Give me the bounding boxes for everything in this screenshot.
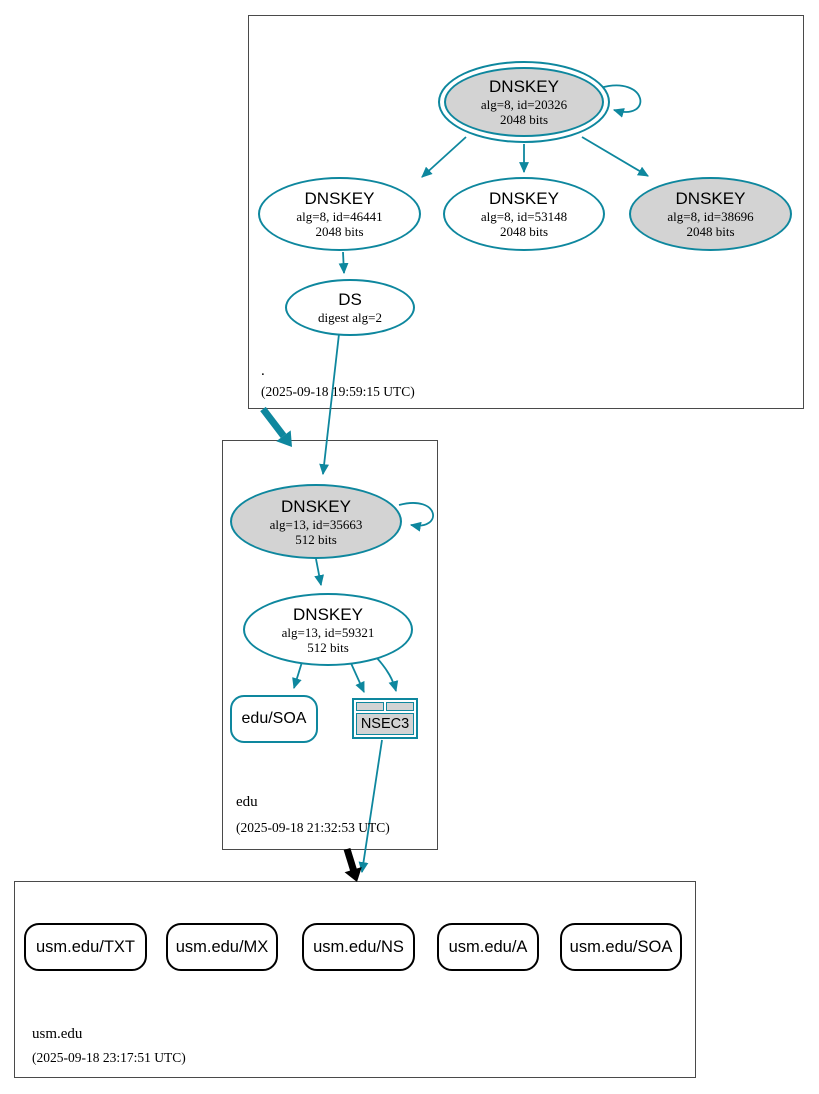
dnskey-node-59321[interactable]: DNSKEY alg=13, id=59321 512 bits — [243, 593, 413, 666]
ds-node[interactable]: DS digest alg=2 — [285, 279, 415, 336]
edu-soa-node[interactable]: edu/SOA — [230, 695, 318, 743]
dnskey-node-46441[interactable]: DNSKEY alg=8, id=46441 2048 bits — [258, 177, 421, 251]
node-bits: 2048 bits — [499, 224, 549, 239]
node-bits: 2048 bits — [315, 224, 364, 239]
node-title: DNSKEY — [304, 189, 375, 208]
rrset-label: usm.edu/TXT — [35, 937, 136, 956]
node-label: edu/SOA — [241, 710, 307, 727]
root-zone-label: . — [261, 363, 265, 379]
root-zone-timestamp: (2025-09-18 19:59:15 UTC) — [261, 384, 415, 399]
edu-zone-timestamp: (2025-09-18 21:32:53 UTC) — [236, 820, 390, 835]
nsec3-label: NSEC3 — [356, 713, 414, 735]
usm-zone-label: usm.edu — [32, 1026, 83, 1042]
usm-zone-box — [14, 881, 696, 1078]
rrset-usm-a[interactable]: usm.edu/A — [437, 923, 539, 971]
node-title: DNSKEY — [281, 496, 351, 516]
edu-zone-label: edu — [236, 794, 258, 810]
node-bits: 2048 bits — [686, 224, 735, 239]
node-detail: alg=8, id=53148 — [480, 209, 568, 224]
node-detail: alg=8, id=46441 — [296, 209, 383, 224]
node-title: DNSKEY — [675, 189, 746, 208]
edge-delegation-edu-usm — [343, 847, 357, 872]
node-detail: digest alg=2 — [317, 310, 383, 325]
node-detail: alg=13, id=59321 — [281, 624, 375, 640]
node-detail: alg=8, id=38696 — [667, 209, 754, 224]
root-zone-box — [248, 15, 804, 409]
rrset-label: usm.edu/MX — [175, 937, 269, 956]
rrset-label: usm.edu/A — [448, 937, 528, 956]
node-title: DNSKEY — [489, 189, 559, 208]
nsec3-cell-right — [386, 702, 414, 711]
node-title: DS — [338, 290, 362, 309]
dnskey-node-20326[interactable]: DNSKEY alg=8, id=20326 2048 bits — [438, 61, 610, 143]
dnskey-node-38696[interactable]: DNSKEY alg=8, id=38696 2048 bits — [629, 177, 792, 251]
node-bits: 512 bits — [307, 639, 349, 655]
rrset-label: usm.edu/SOA — [569, 937, 673, 956]
node-title: DNSKEY — [293, 604, 363, 624]
nsec3-node[interactable]: NSEC3 — [352, 698, 418, 739]
dnskey-node-35663[interactable]: DNSKEY alg=13, id=35663 512 bits — [230, 484, 402, 559]
rrset-label: usm.edu/NS — [313, 937, 404, 956]
edge-delegation-root-edu — [260, 406, 287, 439]
node-detail: alg=13, id=35663 — [269, 516, 363, 532]
nsec3-cell-left — [356, 702, 384, 711]
node-bits: 512 bits — [295, 531, 337, 547]
rrset-usm-soa[interactable]: usm.edu/SOA — [560, 923, 682, 971]
rrset-usm-ns[interactable]: usm.edu/NS — [302, 923, 415, 971]
dnskey-node-53148[interactable]: DNSKEY alg=8, id=53148 2048 bits — [443, 177, 605, 251]
usm-zone-timestamp: (2025-09-18 23:17:51 UTC) — [32, 1050, 186, 1065]
node-detail: alg=8, id=20326 — [480, 97, 568, 112]
rrset-usm-mx[interactable]: usm.edu/MX — [166, 923, 278, 971]
node-title: DNSKEY — [489, 77, 559, 96]
rrset-usm-txt[interactable]: usm.edu/TXT — [24, 923, 147, 971]
edge-delegation-edu-usm-head — [344, 867, 362, 882]
node-bits: 2048 bits — [499, 112, 549, 127]
